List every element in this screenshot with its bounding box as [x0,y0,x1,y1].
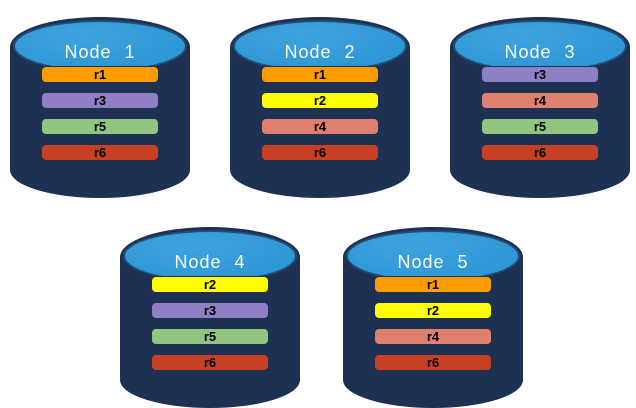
replica-bar-r3: r3 [41,92,159,109]
replica-bar-r6: r6 [151,354,269,371]
replica-list: r1 r2 r4 r6 [261,66,379,161]
node-1-cylinder: Node 1 r1 r3 r5 r6 [10,8,190,198]
replica-bar-r1: r1 [374,276,492,293]
replica-bar-r3: r3 [481,66,599,83]
database-cylinder-top: Node 3 [453,20,627,72]
database-cylinder-top: Node 1 [13,20,187,72]
replica-bar-r2: r2 [261,92,379,109]
database-cylinder-top: Node 4 [123,230,297,282]
database-cylinder-top: Node 5 [346,230,520,282]
node-title: Node 4 [174,251,246,272]
node-3-cylinder: Node 3 r3 r4 r5 r6 [450,8,630,198]
replica-bar-r3: r3 [151,302,269,319]
replica-list: r3 r4 r5 r6 [481,66,599,161]
node-title: Node 5 [397,251,469,272]
node-title: Node 1 [64,41,136,62]
replica-bar-r4: r4 [374,328,492,345]
replica-bar-r6: r6 [374,354,492,371]
replica-list: r2 r3 r5 r6 [151,276,269,371]
replica-bar-r6: r6 [481,144,599,161]
database-cylinder-top: Node 2 [233,20,407,72]
node-title: Node 2 [284,41,356,62]
replica-bar-r1: r1 [41,66,159,83]
replica-bar-r6: r6 [41,144,159,161]
replica-bar-r4: r4 [261,118,379,135]
replica-list: r1 r2 r4 r6 [374,276,492,371]
replica-list: r1 r3 r5 r6 [41,66,159,161]
replica-bar-r5: r5 [151,328,269,345]
replica-bar-r5: r5 [41,118,159,135]
node-5-cylinder: Node 5 r1 r2 r4 r6 [343,218,523,408]
node-title: Node 3 [504,41,576,62]
replica-bar-r1: r1 [261,66,379,83]
replica-bar-r5: r5 [481,118,599,135]
node-4-cylinder: Node 4 r2 r3 r5 r6 [120,218,300,408]
replica-bar-r2: r2 [374,302,492,319]
replica-bar-r2: r2 [151,276,269,293]
replica-bar-r4: r4 [481,92,599,109]
replica-bar-r6: r6 [261,144,379,161]
node-2-cylinder: Node 2 r1 r2 r4 r6 [230,8,410,198]
